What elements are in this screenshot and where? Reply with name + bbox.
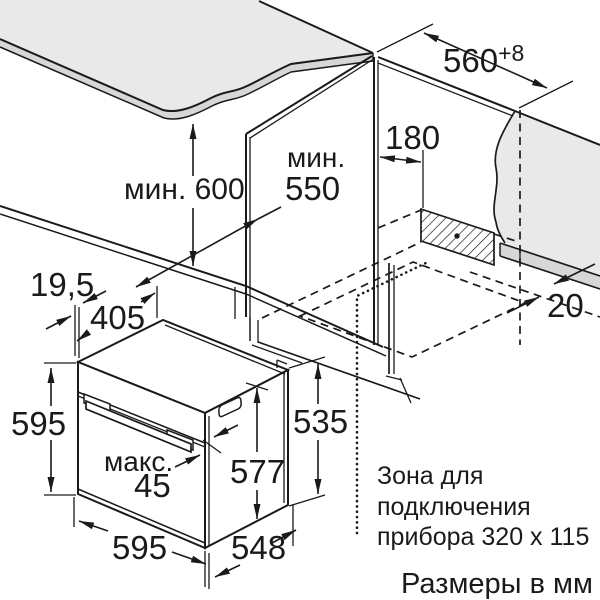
dim-595-bottom-label: 595 bbox=[112, 529, 167, 566]
dim-180-label: 180 bbox=[385, 119, 440, 156]
wall-plinth-strip bbox=[500, 243, 600, 289]
dim-535-label: 535 bbox=[293, 403, 348, 440]
dimension-20: 20 bbox=[506, 263, 596, 324]
connection-zone-dot bbox=[454, 233, 460, 239]
wall-torn-edge bbox=[493, 110, 516, 244]
oven-corner-notch-b bbox=[276, 359, 288, 365]
left-panel-top-edge bbox=[245, 55, 373, 135]
dim-595-left-label: 595 bbox=[11, 405, 66, 442]
dim-577-label: 577 bbox=[230, 453, 285, 490]
connection-zone bbox=[377, 207, 520, 267]
dimension-max-45: макс. 45 bbox=[104, 424, 239, 504]
wall-top-edge bbox=[514, 110, 600, 146]
arrow-right bbox=[82, 290, 107, 304]
arrow-upper bbox=[553, 263, 596, 285]
ext-line-top bbox=[288, 356, 326, 369]
dimension-548: 548 bbox=[214, 504, 297, 578]
dim-20-label: 20 bbox=[547, 287, 584, 324]
units-note: Размеры в мм bbox=[401, 568, 593, 600]
door-ext-tick bbox=[202, 439, 222, 454]
dim-line bbox=[379, 155, 422, 164]
dimension-577: 577 bbox=[230, 382, 285, 519]
plinth-front-edge bbox=[257, 341, 421, 400]
back-wall bbox=[469, 110, 600, 345]
side-grip-slot bbox=[218, 396, 242, 418]
dimension-min-600: мин. 600 bbox=[124, 124, 245, 266]
plinth-strip-bottom bbox=[499, 255, 600, 290]
zone-note-line-2: подключения bbox=[377, 493, 531, 521]
dim-19-5-label: 19,5 bbox=[30, 266, 94, 303]
countertop-underside-edge bbox=[0, 46, 374, 120]
dimension-595-bottom: 595 bbox=[73, 497, 210, 589]
countertop-front-edge bbox=[0, 38, 374, 112]
footprint-outline bbox=[297, 261, 528, 358]
niche-top-rail-to-wall-inner bbox=[377, 62, 514, 117]
dimension-min-550: мин. 550 bbox=[135, 142, 345, 288]
countertop bbox=[0, 0, 374, 120]
dimension-19-5: 19,5 bbox=[30, 266, 107, 358]
arrow-up bbox=[140, 292, 156, 305]
ext-line bbox=[376, 23, 434, 53]
arrow-lower bbox=[506, 296, 540, 314]
zone-note-line-3: прибора 320 x 115 bbox=[377, 523, 589, 551]
floor-hidden-edge bbox=[469, 271, 600, 318]
dimension-180: 180 bbox=[379, 119, 440, 208]
oven bbox=[75, 318, 291, 550]
right-panel-foot-tick bbox=[385, 375, 403, 381]
dim-line bbox=[423, 32, 548, 89]
dim-line-left bbox=[78, 520, 109, 532]
dim-line bbox=[135, 218, 259, 288]
dimension-595-left: 595 bbox=[11, 362, 76, 496]
ext-tick-top bbox=[245, 382, 269, 391]
arrow-left bbox=[45, 315, 72, 330]
dim-min-600-label: мин. 600 bbox=[124, 173, 245, 206]
notes: Зона для подключения прибора 320 x 115 Р… bbox=[377, 462, 593, 600]
dimension-405: 405 bbox=[76, 286, 158, 342]
arrow-from-right bbox=[213, 424, 239, 438]
plinth-front-edge-lower bbox=[251, 344, 303, 364]
arrow-down bbox=[76, 329, 92, 342]
arrow-from-text bbox=[174, 454, 201, 468]
dim-560-label: 560+8 bbox=[443, 40, 524, 79]
footprint-back-left-edge bbox=[261, 241, 422, 319]
dim-max-45-label-2: 45 bbox=[134, 467, 171, 504]
handle-bar bbox=[85, 399, 192, 454]
dim-line-right bbox=[171, 551, 207, 565]
dim-405-label: 405 bbox=[90, 299, 145, 336]
dim-max-45-label-1: макс. bbox=[104, 446, 173, 477]
dim-min-550-label-2: 550 bbox=[285, 170, 340, 207]
zone-leader-dotted bbox=[355, 260, 430, 535]
dim-560-tolerance: +8 bbox=[498, 40, 524, 66]
dim-line-right bbox=[271, 529, 297, 544]
dim-line-left bbox=[214, 564, 241, 578]
dim-548-label: 548 bbox=[231, 529, 286, 566]
zone-hidden-edge-top bbox=[377, 209, 422, 229]
base-shelf-lower-edge bbox=[0, 213, 387, 357]
ext-line bbox=[518, 80, 574, 109]
dimension-560: 560+8 bbox=[376, 23, 574, 109]
zone-hidden-edge-right bbox=[493, 233, 520, 243]
countertop-back-edge bbox=[258, 0, 374, 54]
leader bbox=[257, 206, 282, 220]
dim-min-550-label-1: мин. bbox=[287, 142, 345, 173]
zone-note-line-1: Зона для bbox=[377, 462, 483, 490]
ext-line-bottom bbox=[288, 494, 326, 507]
oven-top-back-rim bbox=[164, 324, 286, 375]
dimension-535: 535 bbox=[288, 356, 348, 507]
right-plinth-edge bbox=[399, 377, 412, 404]
countertop-surface bbox=[0, 0, 373, 112]
left-panel-top-edge-inner bbox=[249, 59, 373, 139]
dim-560-value: 560 bbox=[443, 42, 498, 79]
door-bottom-line bbox=[77, 488, 206, 544]
